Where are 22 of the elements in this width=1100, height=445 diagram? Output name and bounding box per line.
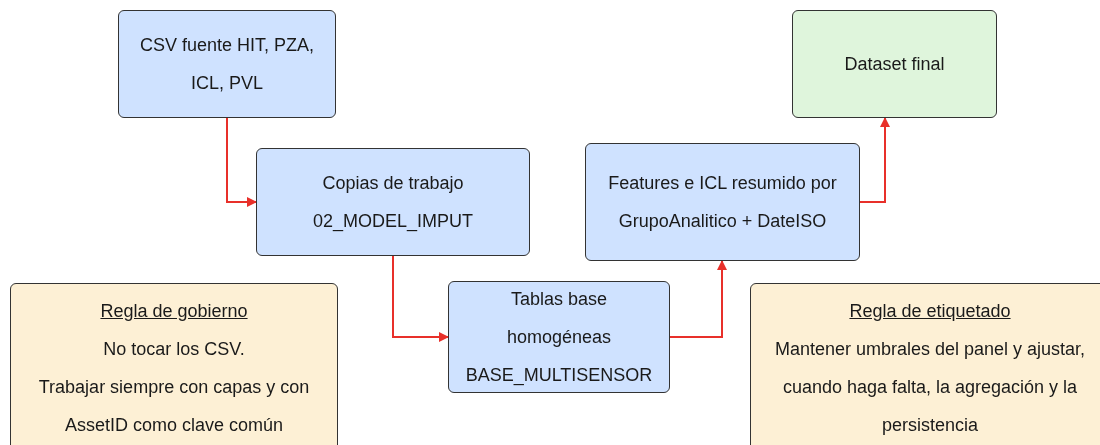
arrow	[226, 117, 257, 207]
process-box	[256, 148, 530, 256]
note-box	[750, 283, 1100, 445]
box-label: Tablas base homogéneas BASE_MULTISENSOR	[464, 288, 654, 388]
note-text: Mantener umbrales del panel y ajustar, cuando haga falta, la agregación y la persistencia	[773, 338, 1087, 437]
arrow	[859, 117, 890, 203]
arrow	[669, 260, 727, 338]
box-label: CSV fuente HIT, PZA, ICL, PVL	[138, 34, 316, 95]
arrow	[392, 255, 449, 342]
note-text: Trabajar siempre con capas y con AssetID como clave común	[37, 376, 311, 437]
box-label: Features e ICL resumido por GrupoAnalitico + DateISO	[607, 172, 838, 233]
note-text: No tocar los CSV.	[103, 338, 245, 361]
note-heading: Regla de etiquetado	[849, 300, 1011, 323]
process-box	[585, 143, 860, 261]
note-heading: Regla de gobierno	[100, 300, 248, 323]
process-box	[118, 10, 336, 118]
box-label: 02_MODEL_IMPUT	[312, 210, 474, 234]
note-box	[10, 283, 338, 445]
process-box	[792, 10, 997, 118]
box-label: Dataset final	[844, 53, 945, 76]
process-box	[448, 281, 670, 393]
box-label: Copias de trabajo	[322, 172, 464, 195]
